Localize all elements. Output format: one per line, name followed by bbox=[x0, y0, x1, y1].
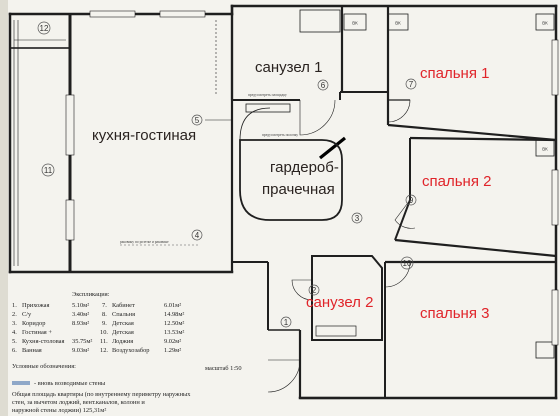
room-num-2: 2 bbox=[312, 286, 317, 295]
legend-area: 3.40м² bbox=[72, 311, 89, 318]
legend-name: С/у bbox=[22, 311, 32, 318]
legend-num: 4. bbox=[12, 329, 17, 336]
label-bedroom2: спальня 2 bbox=[422, 173, 491, 190]
loggia-partition bbox=[13, 14, 75, 272]
legend-area2: 9.02м² bbox=[164, 338, 181, 345]
legend-area: 35.75м² bbox=[72, 338, 92, 345]
page-edge bbox=[0, 0, 8, 416]
wardrobe-walls bbox=[239, 107, 343, 221]
legend-num2: 9. bbox=[102, 320, 107, 327]
label-wardrobe-1: гардероб- bbox=[270, 159, 339, 176]
room-num-7: 7 bbox=[409, 80, 414, 89]
legend-footnote-1: Общая площадь квартиры (по внутреннему п… bbox=[12, 391, 191, 398]
legend-area: 8.93м² bbox=[72, 320, 89, 327]
label-wardrobe-2: прачечная bbox=[262, 181, 335, 198]
legend-area: 5.10м² bbox=[72, 302, 89, 309]
legend-num: 2. bbox=[12, 311, 17, 318]
legend-symbol-desc: - вновь возводимые стены bbox=[34, 380, 106, 387]
new-wall-swatch bbox=[12, 381, 30, 385]
entrance-walls bbox=[232, 261, 340, 400]
legend-area2: 13.53м² bbox=[164, 329, 184, 336]
vk-fixtures bbox=[343, 13, 555, 359]
legend-num2: 11. bbox=[100, 338, 108, 345]
legend-name2: Воздухозабор bbox=[112, 347, 149, 354]
note-top: предусмотреть площадку bbox=[248, 93, 287, 97]
legend-area2: 1.29м² bbox=[164, 347, 181, 354]
legend-name2: Лоджия bbox=[112, 338, 133, 345]
legend-name: Коридор bbox=[22, 320, 45, 327]
legend-title: Экспликация: bbox=[72, 291, 110, 298]
bedroom3-walls bbox=[384, 260, 559, 398]
legend-name: Ванная bbox=[22, 347, 42, 354]
legend-num2: 10. bbox=[100, 329, 108, 336]
note-kitchen: раковину по розетке и раковине bbox=[120, 240, 169, 244]
label-bathroom1: санузел 1 bbox=[255, 59, 322, 76]
label-kitchen-living: кухня-гостиная bbox=[92, 127, 196, 144]
corridor-walls bbox=[299, 91, 411, 160]
legend-area: 9.03м² bbox=[72, 347, 89, 354]
legend-name: Прихожая bbox=[22, 302, 49, 309]
room-num-9: 9 bbox=[409, 196, 414, 205]
vk-label-d: ВК bbox=[542, 147, 548, 152]
air-intake-room bbox=[9, 13, 71, 49]
room-num-5: 5 bbox=[195, 116, 200, 125]
room-num-1: 1 bbox=[284, 318, 289, 327]
legend: Экспликация: 1. Прихожая 5.10м² 7. Кабин… bbox=[12, 291, 242, 414]
legend-num: 1. bbox=[12, 302, 17, 309]
bathroom1-walls bbox=[230, 6, 344, 113]
label-bedroom3: спальня 3 bbox=[420, 305, 489, 322]
legend-area2: 12.50м² bbox=[164, 320, 184, 327]
room-num-12: 12 bbox=[40, 24, 49, 33]
room-num-3: 3 bbox=[355, 214, 360, 223]
legend-area2: 14.98м² bbox=[164, 311, 184, 318]
legend-num2: 12. bbox=[100, 347, 108, 354]
legend-scale: масштаб 1:50 bbox=[205, 365, 242, 372]
room-num-4: 4 bbox=[195, 231, 200, 240]
vk-label-a: ВК bbox=[352, 21, 358, 26]
vk-label-b: ВК bbox=[395, 21, 401, 26]
room-number-circles bbox=[37, 21, 417, 328]
legend-symbols-title: Условные обозначения: bbox=[12, 363, 76, 370]
legend-num: 5. bbox=[12, 338, 17, 345]
legend-area2: 6.01м² bbox=[164, 302, 181, 309]
label-bedroom1: спальня 1 bbox=[420, 65, 489, 82]
legend-num2: 7. bbox=[102, 302, 107, 309]
bedroom1-walls bbox=[386, 6, 559, 142]
vk-label-c: ВК bbox=[542, 21, 548, 26]
legend-name2: Кабинет bbox=[112, 302, 135, 309]
room-num-11: 11 bbox=[44, 166, 53, 175]
legend-name2: Детская bbox=[112, 320, 134, 327]
legend-num: 6. bbox=[12, 347, 17, 354]
legend-num: 3. bbox=[12, 320, 17, 327]
legend-footnote-3: наружной стены лоджии) 125,31м² bbox=[12, 407, 106, 414]
legend-footnote-2: стен, за вычетом лоджий, вент.каналов, к… bbox=[12, 399, 145, 406]
legend-name2: Спальня bbox=[112, 311, 135, 318]
label-bathroom2: санузел 2 bbox=[306, 294, 373, 311]
legend-name: Гостиная + bbox=[22, 329, 52, 336]
bathroom2-walls bbox=[291, 255, 383, 341]
room-num-6: 6 bbox=[321, 81, 326, 90]
legend-name: Кухня-столовая bbox=[22, 338, 64, 345]
legend-num2: 8. bbox=[102, 311, 107, 318]
bedroom2-walls bbox=[394, 136, 559, 258]
room-num-10: 10 bbox=[403, 259, 412, 268]
kitchen-top-windows bbox=[89, 10, 206, 18]
note-wardrobe: предусмотреть полочку bbox=[262, 133, 298, 137]
legend-name2: Детская bbox=[112, 329, 134, 336]
